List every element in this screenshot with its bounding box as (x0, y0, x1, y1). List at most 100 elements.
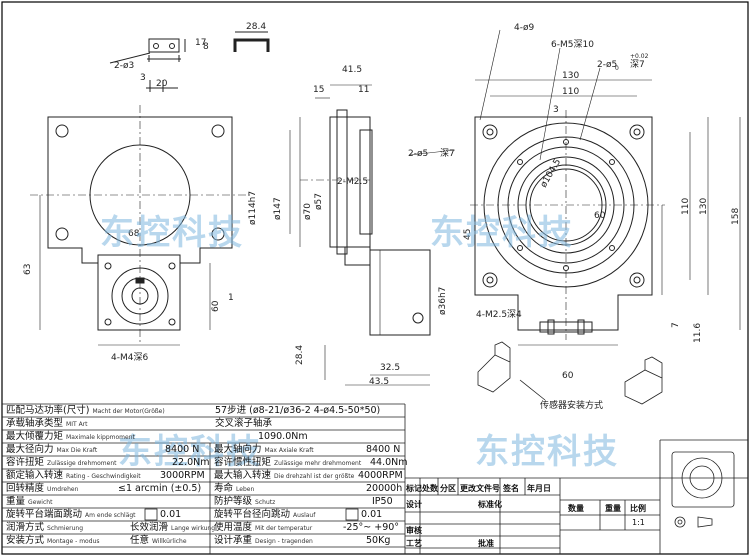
sensor-mount-sketch (477, 341, 663, 405)
dim-top-5: 3 (140, 73, 146, 83)
tb-zone: 分区 (440, 484, 456, 493)
tb-mark: 标记 (406, 484, 422, 493)
dim-front-12: 45 (463, 229, 473, 240)
dim-front-20: 0 (615, 65, 619, 72)
dim-top-6: 20 (156, 79, 168, 89)
spec-row-11-value2: 50Kg (366, 535, 391, 546)
tb-date: 年月日 (527, 484, 551, 493)
spec-row-4-label: 最大径向力 Max Die Kraft (6, 444, 98, 455)
spec-row-10-value: 长效润滑 Lange wirkung (130, 522, 216, 533)
spec-row-2-value: 交叉滚子轴承 (215, 418, 273, 429)
dim-front-4: 130 (562, 71, 579, 81)
title-block-grid (405, 439, 748, 554)
spec-row-9-label: 旋转平台端面跳动 Am ende schlägt (6, 509, 136, 520)
spec-row-7-label: 回转精度 Umdrehen (6, 483, 79, 494)
tb-review: 审核 (406, 526, 422, 535)
tb-approve: 批准 (478, 539, 494, 548)
dim-side-3: 11 (358, 85, 369, 95)
dim-side-7: ø57 (314, 193, 324, 210)
dim-front-16: 3 (553, 105, 559, 115)
dim-side-10: 28.4 (295, 345, 305, 365)
spec-row-1-label: 匹配马达功率(尺寸) Macht der Motor(Größe) (6, 405, 165, 416)
spec-row-5-label: 容许扭矩 Zulässige drehmoment (6, 457, 117, 468)
spec-row-5-label2: 容许惯性扭矩 Zulässige mehr drehmoment (214, 457, 362, 468)
watermark-2: 东控科技 (430, 213, 574, 253)
spec-row-8-value2: IP50 (372, 496, 393, 507)
spec-row-8-label: 重量 Gewicht (6, 496, 53, 507)
dim-front-7: ø104.5 (539, 157, 563, 189)
dim-top-1: 28.4 (246, 22, 266, 32)
tb-design: 设计 (406, 500, 422, 509)
dim-side-9: ø36h7 (438, 287, 448, 315)
dim-front-18: 深7 (630, 59, 645, 70)
dim-left-5: 4-M4深6 (111, 352, 148, 363)
spec-row-3-value: 1090.0Nm (258, 431, 308, 442)
spec-row-1-value: 57步进 (ø8-21/ø36-2 4-ø4.5-50*50) (215, 405, 381, 416)
dim-left-3: 60 (211, 300, 221, 312)
dim-front-9: 158 (731, 208, 741, 225)
watermark-3: 东控科技 (118, 432, 262, 472)
dim-side-5: ø114h7 (248, 191, 258, 225)
left-view (30, 105, 250, 346)
spec-row-6-label2: 最大输入转速 Die drehzahl ist der größte (214, 470, 355, 481)
front-view (409, 29, 741, 346)
spec-row-11-label2: 设计承重 Design - tragenden (214, 535, 313, 546)
dim-front-6: 2-ø5 (408, 149, 428, 159)
tb-process: 工艺 (406, 539, 422, 548)
spec-row-3-label: 最大倾覆力矩 Maximale kippmoment (6, 431, 135, 442)
clip-detail-view (109, 31, 270, 92)
spec-row-10-label2: 使用温度 Mit der temperatur (214, 522, 313, 533)
spec-row-11-label: 安装方式 Montage - modus (6, 535, 100, 546)
spec-row-7-value: ≤1 arcmin (±0.5) (118, 483, 202, 494)
spec-row-7-label2: 寿命 Leben (214, 483, 255, 494)
dim-front-3: 2-ø5 (597, 60, 617, 70)
spec-row-6-value: 3000RPM (160, 470, 205, 481)
dim-side-1: 41.5 (342, 65, 362, 75)
dim-front-10: 130 (699, 198, 709, 215)
dim-front-5: 110 (562, 87, 579, 97)
dim-side-11: 32.5 (380, 363, 400, 373)
spec-row-8-label2: 防护等级 Schutz (214, 496, 276, 507)
tb-sign: 签名 (503, 484, 519, 493)
tb-scale: 1:1 (632, 518, 645, 527)
dim-left-4: 1 (228, 293, 234, 303)
spec-row-6-value2: 4000RPM (358, 470, 403, 481)
dim-side-2: 15 (313, 85, 324, 95)
spec-row-10-label: 润滑方式 Schmierung (6, 522, 84, 533)
dim-left-2: 63 (23, 264, 33, 275)
dim-left-1: 68 (128, 229, 140, 239)
dim-front-13: 7 (671, 322, 681, 328)
dim-front-2: 6-M5深10 (551, 39, 594, 50)
tb-count: 处数 (422, 484, 438, 493)
spec-table-grid (2, 403, 406, 554)
dim-front-17: 深7 (440, 148, 455, 159)
dim-front-1: 4-ø9 (514, 23, 534, 33)
tb-scale-label: 比例 (630, 504, 646, 513)
dim-front-8: 60 (594, 211, 606, 221)
dim-side-12: 43.5 (369, 377, 389, 387)
watermark-4: 东控科技 (475, 432, 619, 472)
dim-top-2: 17 (195, 38, 206, 48)
watermark-1: 东控科技 (100, 213, 244, 253)
spec-row-9-label2: 旋转平台径向跳动 Auslauf (214, 509, 316, 520)
dim-front-11: 110 (681, 198, 691, 215)
spec-row-7-value2: 20000h (366, 483, 403, 494)
dim-top-3: 8 (203, 42, 209, 52)
tb-standard: 标准化 (478, 500, 502, 509)
dim-side-13: 4-M2.5深4 (476, 309, 522, 320)
spec-row-9-value2: 0.01 (361, 509, 383, 520)
side-view (289, 84, 431, 386)
dim-top-4: 2-ø3 (114, 61, 134, 71)
spec-row-4-value: 8400 N (165, 444, 200, 455)
spec-row-5-value: 22.0Nm (172, 457, 210, 468)
dim-side-4: ø147 (273, 197, 283, 220)
spec-row-2-label: 承载轴承类型 MIT Art (6, 418, 88, 429)
tb-change-doc: 更改文件号 (460, 484, 500, 493)
spec-row-11-value: 任意 Willkürliche (130, 535, 187, 546)
tb-qty: 数量 (568, 504, 584, 513)
dim-front-19: +0.02 (630, 53, 649, 60)
dim-front-14: 11.6 (693, 323, 703, 343)
spec-row-6-label: 额定输入转速 Rating - Geschwindigkeit (6, 470, 141, 481)
